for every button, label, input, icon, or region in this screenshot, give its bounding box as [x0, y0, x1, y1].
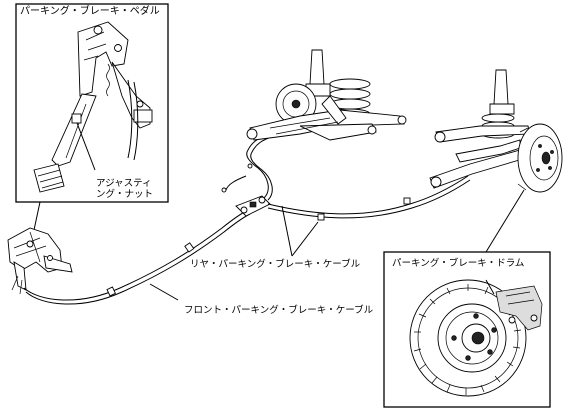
rear-parking-brake-cables	[221, 133, 471, 257]
pedal-detail-inset	[15, 3, 169, 231]
pedal-assembly-drawing	[7, 227, 73, 295]
left-rear-suspension-drawing	[246, 49, 407, 141]
front-cable-leader	[149, 283, 179, 301]
drum-title-label: パーキング・ブレーキ・ドラム	[392, 258, 525, 270]
rear-cable-leader-right	[291, 221, 319, 257]
drum-detail-inset	[383, 251, 551, 408]
right-rear-suspension-drawing	[429, 69, 563, 253]
drum-inset-leader	[485, 189, 525, 253]
parking-brake-pedal-drawing	[33, 21, 153, 193]
pedal-title-label: パーキング・ブレーキ・ペダル	[20, 6, 160, 18]
adjusting-nut-leader	[76, 122, 96, 171]
pedal-inset-leader	[33, 201, 41, 231]
parking-brake-drum-drawing	[409, 279, 543, 397]
adjusting-nut-label: アジャスティング・ナット	[96, 178, 154, 200]
front-cable-label: フロント・パーキング・ブレーキ・ケーブル	[184, 305, 374, 317]
rear-cable-leader-left	[281, 205, 293, 257]
front-parking-brake-cable	[23, 209, 251, 305]
rear-cable-label: リヤ・パーキング・ブレーキ・ケーブル	[190, 259, 361, 271]
cable-equalizer	[235, 195, 271, 217]
